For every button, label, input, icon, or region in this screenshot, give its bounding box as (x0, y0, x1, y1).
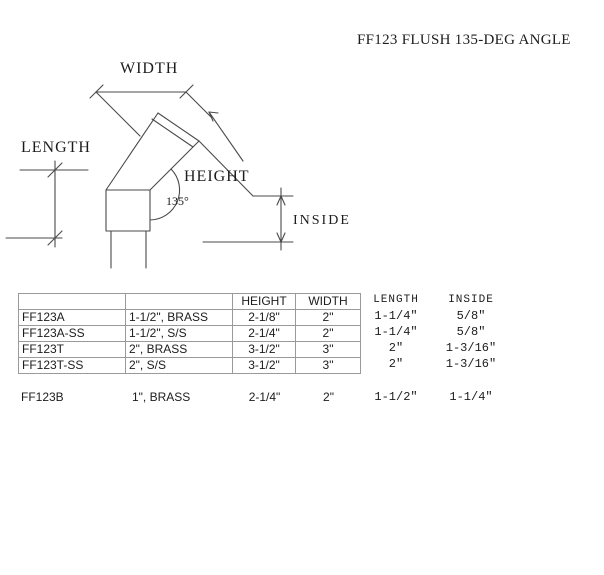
header-length-cell: LENGTH (373, 294, 419, 306)
model-cell: FF123B (21, 390, 64, 404)
spec-table-borderless-section: LENGTH INSIDE 1-1/4" 5/8" 1-1/4" 5/8" 2"… (361, 293, 511, 373)
length-dimension (5, 160, 89, 248)
header-model-cell (19, 294, 126, 310)
spec-table: HEIGHT WIDTH FF123A 1-1/2", BRASS 2-1/8"… (18, 293, 511, 374)
size-cell: 1-1/2", S/S (126, 326, 233, 342)
width-cell: 3" (296, 342, 361, 358)
angle-value-label: 135° (166, 194, 189, 208)
header-width-cell: WIDTH (296, 294, 361, 310)
length-cell: 1-1/2" (374, 390, 418, 404)
model-cell: FF123A (19, 310, 126, 326)
height-dimension-label: HEIGHT (184, 168, 250, 185)
fitting-diagram (5, 84, 294, 269)
fitting-body (105, 112, 200, 269)
model-cell: FF123T (19, 342, 126, 358)
width-dimension-label: WIDTH (120, 60, 179, 77)
size-cell: 2", BRASS (126, 342, 233, 358)
spec-table-bordered-section: HEIGHT WIDTH FF123A 1-1/2", BRASS 2-1/8"… (18, 293, 361, 374)
table-row: FF123B 1", BRASS 2-1/4" 2" 1-1/2" 1-1/4" (18, 389, 511, 405)
height-cell: 2-1/8" (233, 310, 296, 326)
width-dimension (89, 84, 212, 137)
header-height-cell: HEIGHT (233, 294, 296, 310)
length-dimension-label: LENGTH (21, 139, 91, 156)
size-cell: 1", BRASS (132, 390, 191, 404)
model-cell: FF123A-SS (19, 326, 126, 342)
page-title: FF123 FLUSH 135-DEG ANGLE (357, 32, 571, 48)
length-cell: 2" (388, 357, 404, 371)
height-cell: 3-1/2" (233, 342, 296, 358)
height-cell: 2-1/4" (248, 390, 281, 404)
inside-cell: 1-3/16" (445, 341, 497, 355)
width-cell: 2" (296, 310, 361, 326)
width-cell: 2" (323, 390, 334, 404)
width-cell: 2" (296, 326, 361, 342)
header-inside-cell: INSIDE (448, 294, 494, 306)
height-cell: 3-1/2" (233, 358, 296, 374)
height-cell: 2-1/4" (233, 326, 296, 342)
inside-cell: 5/8" (456, 325, 486, 339)
inside-cell: 1-3/16" (445, 357, 497, 371)
inside-cell: 1-1/4" (449, 390, 493, 404)
inside-dimension-label: INSIDE (293, 213, 351, 228)
length-cell: 1-1/4" (374, 325, 418, 339)
angle-arc (149, 168, 181, 221)
width-cell: 3" (296, 358, 361, 374)
length-cell: 1-1/4" (374, 309, 418, 323)
model-cell: FF123T-SS (19, 358, 126, 374)
length-cell: 2" (388, 341, 404, 355)
inside-dimension (198, 140, 294, 251)
inside-cell: 5/8" (456, 309, 486, 323)
header-size-cell (126, 294, 233, 310)
height-leader-arrow (208, 111, 244, 162)
size-cell: 2", S/S (126, 358, 233, 374)
size-cell: 1-1/2", BRASS (126, 310, 233, 326)
